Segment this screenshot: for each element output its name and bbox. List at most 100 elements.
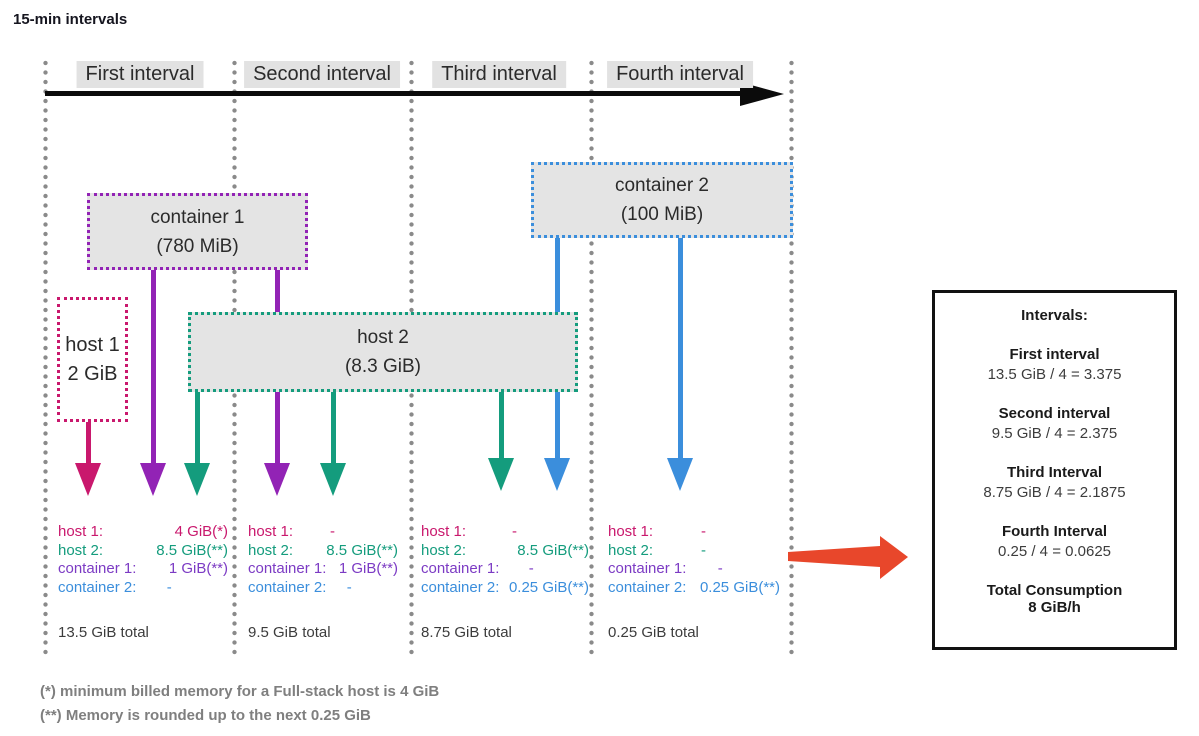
interval-label-second: Second interval: [244, 61, 400, 88]
billing-row: container 2:-: [248, 579, 398, 598]
host2-name: host 2: [357, 327, 409, 348]
interval-label-fourth: Fourth interval: [607, 61, 753, 88]
container2-box: container 2 (100 MiB): [531, 162, 793, 238]
row-value: -: [701, 541, 707, 559]
row-value: 1 GiB(**): [168, 560, 228, 577]
host2-billing-arrow-icon-interval3: [488, 458, 514, 491]
row-label: container 1:: [58, 560, 137, 577]
host1-memory: 2 GiB: [67, 362, 118, 385]
row-value: -: [512, 523, 518, 540]
row-label: container 2:: [58, 578, 137, 596]
interval-separator-5: [789, 60, 794, 658]
interval-separator-1: [43, 60, 48, 658]
interval-label-third: Third interval: [432, 61, 566, 88]
summary-calc: 13.5 GiB / 4 = 3.375: [987, 366, 1122, 383]
host1-box: host 1 2 GiB: [57, 297, 128, 422]
interval3-total: 8.75 GiB total: [421, 624, 512, 641]
row-label: container 1:: [421, 560, 500, 577]
interval2-total: 9.5 GiB total: [248, 624, 331, 641]
row-value: 8.5 GiB(**): [326, 541, 398, 559]
summary-entry-fourth: Fourth Interval 0.25 / 4 = 0.0625: [935, 523, 1174, 560]
intervals-summary-panel: Intervals: First interval 13.5 GiB / 4 =…: [932, 290, 1177, 650]
footnotes: (*) minimum billed memory for a Full-sta…: [40, 680, 439, 728]
container2-name: container 2: [614, 175, 709, 196]
host1-billing-line: [86, 420, 91, 465]
container2-billing-line-interval4: [678, 236, 683, 460]
billing-row: container 1: 1 GiB(**): [248, 560, 398, 579]
summary-title: Intervals:: [1021, 307, 1088, 324]
billing-row: host 2:-: [608, 542, 780, 561]
host2-billing-line-interval3: [499, 390, 504, 460]
interval4-total: 0.25 GiB total: [608, 624, 699, 641]
container2-billing-arrow-icon-interval3: [544, 458, 570, 491]
container1-billing-line-interval2: [275, 390, 280, 465]
summary-entry-first: First interval 13.5 GiB / 4 = 3.375: [935, 346, 1174, 383]
highlight-arrow-icon: [788, 536, 908, 579]
billing-row: host 1: -: [248, 523, 398, 542]
billing-row: host 2: 8.5 GiB(**): [58, 542, 228, 561]
row-label: host 1:: [608, 523, 654, 540]
row-label: host 1:: [421, 523, 467, 540]
container1-billing-arrow-icon-interval1: [140, 463, 166, 496]
host1-name: host 1: [65, 333, 120, 356]
summary-heading: Fourth Interval: [1001, 523, 1107, 540]
container2-to-host2-line: [555, 236, 560, 316]
footnote-1: (*) minimum billed memory for a Full-sta…: [40, 683, 440, 700]
row-value: 8.5 GiB(**): [156, 541, 228, 559]
host1-billing-arrow-icon: [75, 463, 101, 496]
billing-row: host 2:8.5 GiB(**): [421, 542, 589, 561]
row-label: host 1:: [58, 523, 104, 540]
row-label: container 1:: [608, 560, 687, 577]
billing-row: container 2:0.25 GiB(**): [421, 579, 589, 598]
row-value: -: [528, 560, 534, 577]
summary-calc: 0.25 / 4 = 0.0625: [997, 543, 1111, 560]
container1-name: container 1: [150, 206, 245, 228]
container1-to-host2-line: [275, 268, 280, 316]
row-value: 1 GiB(**): [338, 560, 398, 577]
host2-billing-line-interval2: [331, 390, 336, 465]
container1-billing-line-interval1: [151, 268, 156, 465]
host2-billing-line-interval1: [195, 390, 200, 465]
row-value: 8.5 GiB(**): [517, 541, 589, 559]
row-value: -: [330, 523, 336, 540]
row-value: -: [701, 523, 707, 540]
footnote-2: (**) Memory is rounded up to the next 0.…: [40, 707, 371, 724]
summary-calc: 9.5 GiB / 4 = 2.375: [991, 425, 1118, 442]
host2-box: host 2 (8.3 GiB): [188, 312, 578, 392]
billing-row: container 1: -: [421, 560, 589, 579]
summary-total-value: 8 GiB/h: [1028, 599, 1081, 616]
billing-row: host 1: -: [421, 523, 589, 542]
billing-row: container 1: 1 GiB(**): [58, 560, 228, 579]
row-value: -: [717, 560, 723, 577]
host2-memory: (8.3 GiB): [344, 356, 422, 377]
row-value: -: [166, 578, 172, 596]
host2-billing-arrow-icon-interval2: [320, 463, 346, 496]
summary-heading: First interval: [1009, 346, 1100, 363]
interval1-total: 13.5 GiB total: [58, 624, 149, 641]
billing-row: container 1: -: [608, 560, 780, 579]
container1-box: container 1 (780 MiB): [87, 193, 308, 270]
billing-list-interval4: host 1:- host 2:- container 1:- containe…: [608, 523, 780, 597]
summary-entry-second: Second interval 9.5 GiB / 4 = 2.375: [935, 405, 1174, 442]
summary-entry-third: Third Interval 8.75 GiB / 4 = 2.1875: [935, 464, 1174, 501]
row-label: container 1:: [248, 560, 327, 577]
billing-row: host 1:4 GiB(*): [58, 523, 228, 542]
billing-row: host 1: -: [608, 523, 780, 542]
billing-list-interval1: host 1:4 GiB(*) host 2: 8.5 GiB(**) conta…: [58, 523, 228, 597]
interval-separator-4: [589, 60, 594, 658]
row-label: host 1:: [248, 523, 294, 540]
row-label: host 2:: [58, 541, 104, 559]
interval-label-first: First interval: [76, 61, 204, 88]
summary-heading: Second interval: [998, 405, 1111, 422]
summary-heading: Third Interval: [1006, 464, 1103, 481]
summary-calc: 8.75 GiB / 4 = 2.1875: [983, 484, 1126, 501]
container2-billing-arrow-icon-interval4: [667, 458, 693, 491]
row-label: container 2:: [421, 578, 500, 596]
summary-total: Total Consumption 8 GiB/h: [935, 582, 1174, 616]
container1-memory: (780 MiB): [156, 235, 239, 257]
summary-total-heading: Total Consumption: [986, 582, 1123, 599]
container1-billing-arrow-icon-interval2: [264, 463, 290, 496]
billing-list-interval3: host 1: - host 2:8.5 GiB(**) container 1:…: [421, 523, 589, 597]
host2-billing-arrow-icon-interval1: [184, 463, 210, 496]
